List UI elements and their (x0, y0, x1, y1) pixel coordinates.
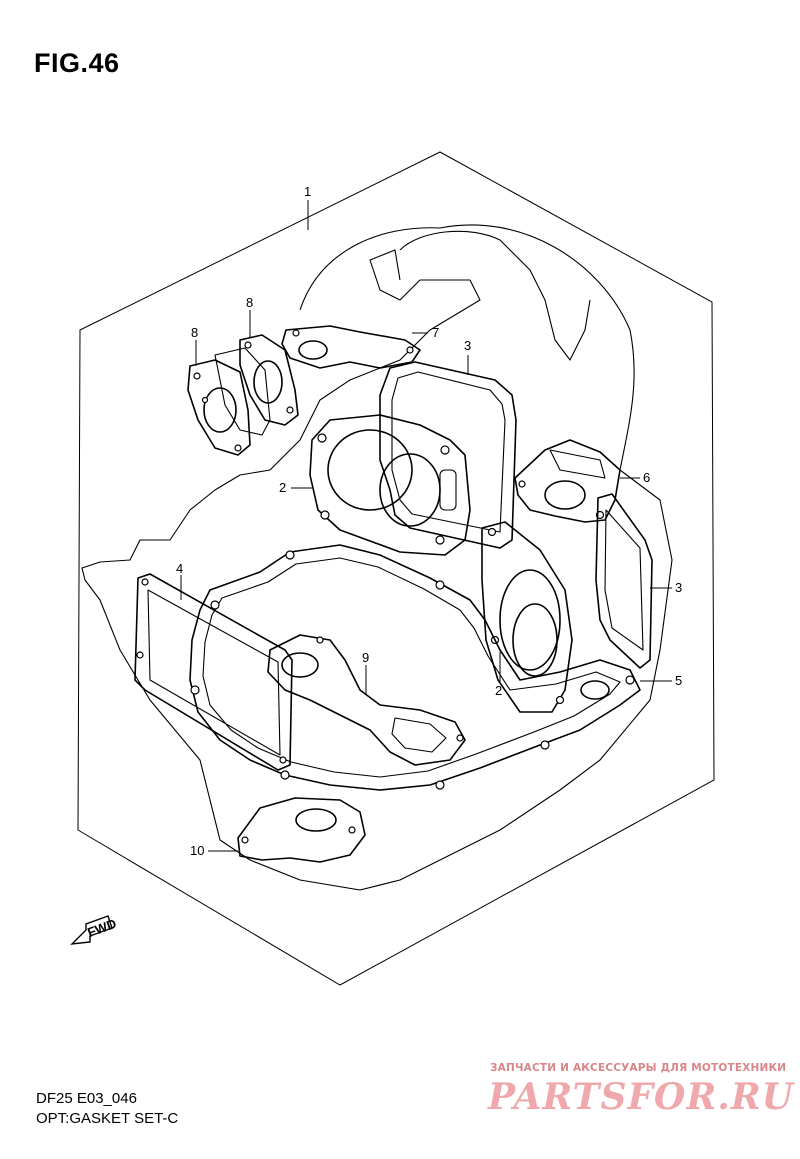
gasket-2-upper (309, 414, 471, 556)
gasket-7 (281, 325, 421, 369)
callout-6: 6 (643, 470, 650, 485)
gasket-9 (267, 634, 466, 766)
callout-1: 1 (304, 184, 311, 199)
gasket-8-rear (239, 334, 299, 426)
callout-5: 5 (675, 673, 682, 688)
callout-3a: 3 (464, 338, 471, 353)
callout-8a: 8 (191, 325, 198, 340)
model-code: DF25 E03_046 (36, 1090, 137, 1107)
gasket-6 (514, 439, 621, 523)
gasket-3-upper (379, 361, 517, 549)
gasket-3-lower (595, 493, 653, 669)
fwd-label: FWD (85, 916, 118, 940)
gasket-10 (237, 797, 366, 863)
gasket-4 (134, 573, 293, 771)
figure-title: FIG.46 (34, 48, 120, 78)
intake-spacer (214, 347, 271, 436)
callout-4: 4 (176, 561, 183, 576)
fwd-arrow-icon: FWD (70, 915, 118, 945)
set-boundary-outline (77, 151, 715, 986)
watermark-tagline: ЗАПЧАСТИ И АКСЕССУАРЫ ДЛЯ МОТОТЕХНИКИ (490, 1062, 787, 1074)
callout-2a: 2 (279, 480, 286, 495)
callout-10: 10 (190, 843, 204, 858)
callout-9: 9 (362, 650, 369, 665)
gasket-8-front (187, 359, 251, 456)
watermark-logo: PARTSFOR.RU (488, 1076, 795, 1118)
crankcase-inner-line (399, 230, 591, 361)
callout-2b: 2 (495, 683, 502, 698)
callout-8b: 8 (246, 295, 253, 310)
callout-3b: 3 (675, 580, 682, 595)
crankcase-silhouette (81, 224, 673, 891)
callout-7: 7 (432, 325, 439, 340)
assembly-name: OPT:GASKET SET-C (36, 1110, 179, 1127)
gasket-5-case (189, 544, 641, 791)
